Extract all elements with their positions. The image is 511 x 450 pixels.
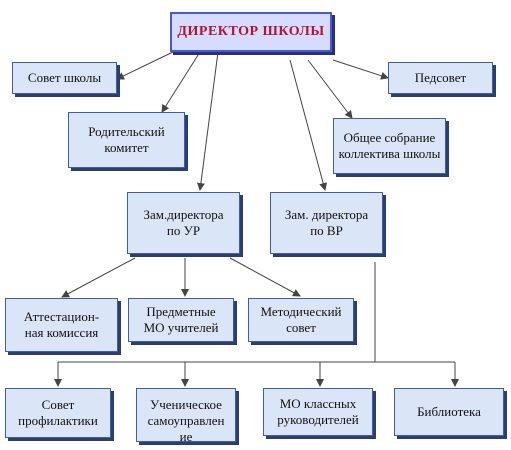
arrow-director-to-deputy-vr	[289, 59, 328, 191]
node-class-teachers-mo: МО классных руководителей	[263, 388, 373, 436]
node-deputy-vr: Зам. директора по ВР	[270, 192, 383, 254]
node-teachers-council: Педсовет	[388, 62, 493, 94]
arrow-director-to-teachers-council	[332, 59, 389, 80]
node-methodical-council: Методический совет	[248, 298, 354, 342]
node-student-self-government: Ученическое самоуправлен ие	[136, 388, 236, 442]
node-subject-mo: Предметные МО учителей	[128, 298, 234, 342]
arrow-director-to-parent-committee	[161, 51, 201, 113]
node-deputy-ur: Зам.директора по УР	[127, 192, 240, 254]
node-library: Библиотека	[394, 388, 504, 436]
node-director: ДИРЕКТОР ШКОЛЫ	[170, 12, 332, 52]
node-general-meeting: Общее собрание коллектива школы	[333, 118, 446, 174]
node-attestation-commission: Аттестацион- ная комиссия	[5, 298, 118, 352]
node-school-council: Совет школы	[12, 62, 117, 94]
arrow-ur-to-methodical	[229, 257, 301, 297]
node-prevention-council: Совет профилактики	[5, 388, 111, 438]
node-parent-committee: Родительский комитет	[68, 112, 185, 168]
arrow-director-to-deputy-ur	[196, 51, 219, 191]
arrow-ur-to-attestation	[61, 257, 136, 298]
arrow-director-to-school-council	[116, 50, 176, 80]
arrow-director-to-general-meeting	[307, 59, 353, 119]
